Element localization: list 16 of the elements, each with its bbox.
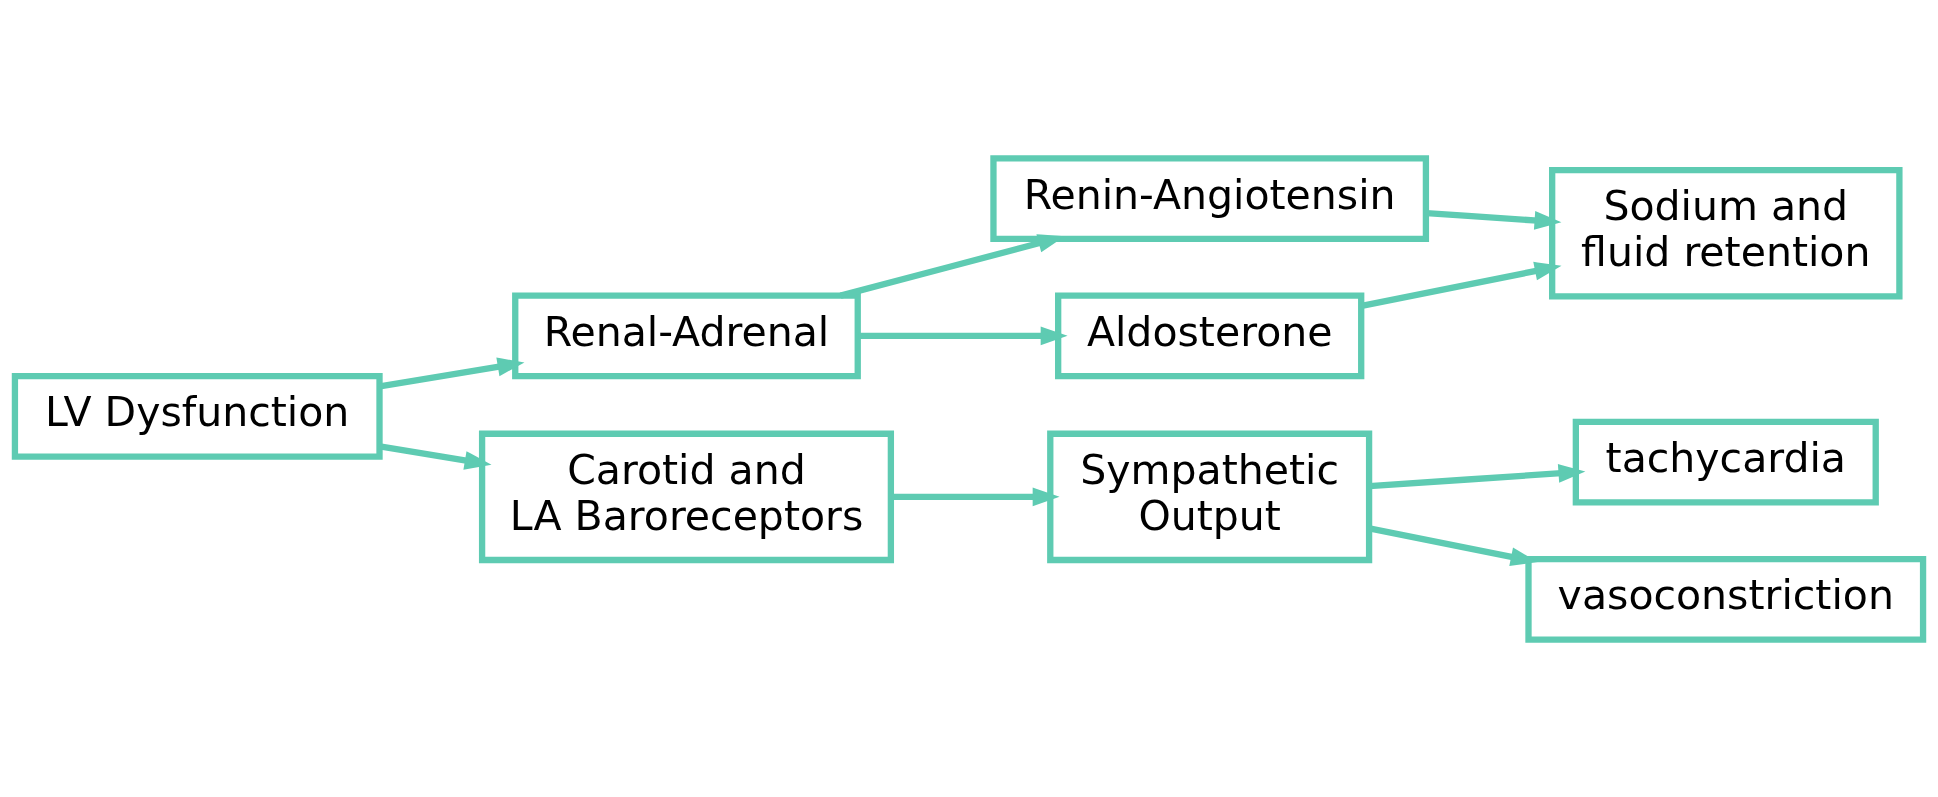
- node-box: Carotid and LA Baroreceptors: [478, 430, 895, 563]
- node-box: vasoconstriction: [1525, 555, 1927, 643]
- node-box: tachycardia: [1572, 418, 1879, 506]
- node-box: Sympathetic Output: [1047, 430, 1373, 563]
- arrow: [858, 325, 1068, 345]
- node-box: Sodium and fluid retention: [1549, 166, 1903, 300]
- arrow: [379, 357, 525, 389]
- arrow: [1426, 209, 1562, 230]
- node-box: Renal-Adrenal: [512, 291, 861, 379]
- arrow: [1361, 261, 1562, 309]
- arrow: [379, 442, 492, 470]
- arrow: [891, 486, 1060, 506]
- arrow: [1369, 463, 1586, 489]
- node-box: Aldosterone: [1055, 291, 1365, 379]
- node-box: Renin-Angiotensin: [990, 154, 1430, 242]
- node-box: LV Dysfunction: [11, 372, 383, 460]
